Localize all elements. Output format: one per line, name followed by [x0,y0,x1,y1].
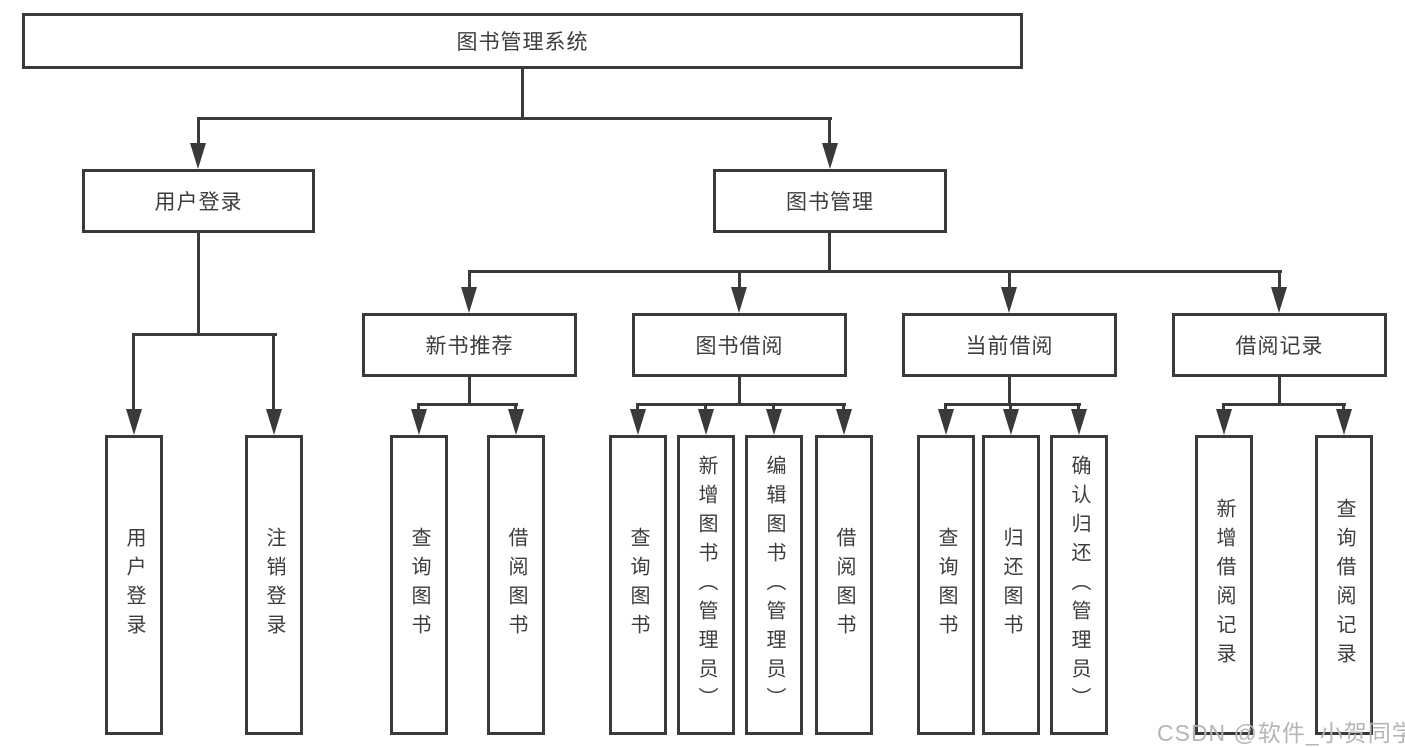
arrowhead-icon [190,143,206,169]
leaf-edit-book-admin-label: 编辑图书（管理员） [763,454,785,716]
leaf-confirm-return-admin-label: 确认归还（管理员） [1068,454,1090,716]
edge-drop [1009,406,1012,411]
leaf-edit-book-admin: 编辑图书（管理员） [745,435,803,735]
leaf-add-borrow-record-label: 新增借阅记录 [1213,498,1235,672]
edge-current-borrow-split [944,403,1081,406]
edge-drop [842,406,845,411]
edge-drop [1077,406,1080,411]
leaf-borrow-book-label: 借阅图书 [833,527,855,643]
arrowhead-icon [836,409,852,435]
edge-to-new-book [468,273,471,289]
arrowhead-icon [461,287,477,313]
leaf-query-borrow-record-label: 查询借阅记录 [1333,498,1355,672]
leaf-query-book-current: 查询图书 [917,435,975,735]
node-current-borrow: 当前借阅 [902,313,1117,377]
node-user-login: 用户登录 [82,169,315,233]
edge-root-stub [521,69,524,118]
node-root: 图书管理系统 [22,13,1023,69]
edge-current-borrow-stub [1008,377,1011,405]
edge-borrow-record-split [1222,403,1346,406]
edge-level2-split [468,270,1282,273]
node-book-borrow: 图书借阅 [632,313,847,377]
leaf-return-book: 归还图书 [982,435,1040,735]
edge-drop [1222,406,1225,411]
edge-drop [772,406,775,411]
edge-new-book-split [417,403,518,406]
node-root-label: 图书管理系统 [456,31,589,54]
edge-book-borrow-stub [738,377,741,405]
csdn-watermark: CSDN @软件_小贺同学 [1157,720,1405,746]
leaf-add-borrow-record: 新增借阅记录 [1195,435,1253,735]
leaf-query-book-recommend-label: 查询图书 [408,527,430,643]
arrowhead-icon [1336,409,1352,435]
node-current-borrow-label: 当前借阅 [965,335,1054,358]
leaf-query-borrow-record: 查询借阅记录 [1315,435,1373,735]
edge-to-book-management [828,117,831,145]
arrowhead-icon [411,409,427,435]
edge-to-borrow-record [1278,273,1281,289]
arrowhead-icon [1271,287,1287,313]
arrowhead-icon [731,287,747,313]
node-book-borrow-label: 图书借阅 [695,335,784,358]
node-borrow-record: 借阅记录 [1172,313,1387,377]
leaf-query-book-current-label: 查询图书 [935,527,957,643]
edge-drop [636,406,639,411]
arrowhead-icon [766,409,782,435]
edge-drop [417,406,420,411]
leaf-user-login-label: 用户登录 [123,527,145,643]
node-book-management: 图书管理 [713,169,947,233]
edge-to-leaf-logout [272,336,275,411]
edge-user-login-split [132,333,277,336]
arrowhead-icon [1071,409,1087,435]
edge-drop [514,406,517,411]
leaf-return-book-label: 归还图书 [1000,527,1022,643]
edge-drop [1342,406,1345,411]
arrowhead-icon [1003,409,1019,435]
arrowhead-icon [630,409,646,435]
edge-to-leaf-user-login [132,336,135,411]
arrowhead-icon [266,409,282,435]
leaf-confirm-return-admin: 确认归还（管理员） [1050,435,1108,735]
leaf-logout-label: 注销登录 [263,527,285,643]
leaf-user-login: 用户登录 [105,435,163,735]
arrowhead-icon [1001,287,1017,313]
node-borrow-record-label: 借阅记录 [1235,335,1324,358]
leaf-borrow-book-recommend-label: 借阅图书 [505,527,527,643]
arrowhead-icon [822,143,838,169]
edge-user-login-stub [197,233,200,336]
leaf-add-book-admin-label: 新增图书（管理员） [695,454,717,716]
edge-borrow-record-stub [1278,377,1281,405]
arrowhead-icon [126,409,142,435]
node-user-login-label: 用户登录 [154,191,243,214]
node-new-book-recommend: 新书推荐 [362,313,577,377]
edge-drop [704,406,707,411]
arrowhead-icon [938,409,954,435]
arrowhead-icon [1216,409,1232,435]
leaf-borrow-book-recommend: 借阅图书 [487,435,545,735]
node-book-management-label: 图书管理 [786,191,874,214]
edge-drop [944,406,947,411]
edge-to-current-borrow [1008,273,1011,289]
leaf-borrow-book: 借阅图书 [815,435,873,735]
edge-to-user-login [197,117,200,145]
leaf-add-book-admin: 新增图书（管理员） [677,435,735,735]
edge-book-borrow-split [636,403,846,406]
edge-book-management-stub [828,233,831,273]
edge-level1-split [197,117,832,120]
arrowhead-icon [698,409,714,435]
leaf-query-book-borrow: 查询图书 [609,435,667,735]
leaf-query-book-borrow-label: 查询图书 [627,527,649,643]
leaf-logout: 注销登录 [245,435,303,735]
leaf-query-book-recommend: 查询图书 [390,435,448,735]
edge-new-book-stub [468,377,471,405]
node-new-book-recommend-label: 新书推荐 [425,335,514,358]
edge-to-book-borrow [738,273,741,289]
arrowhead-icon [508,409,524,435]
